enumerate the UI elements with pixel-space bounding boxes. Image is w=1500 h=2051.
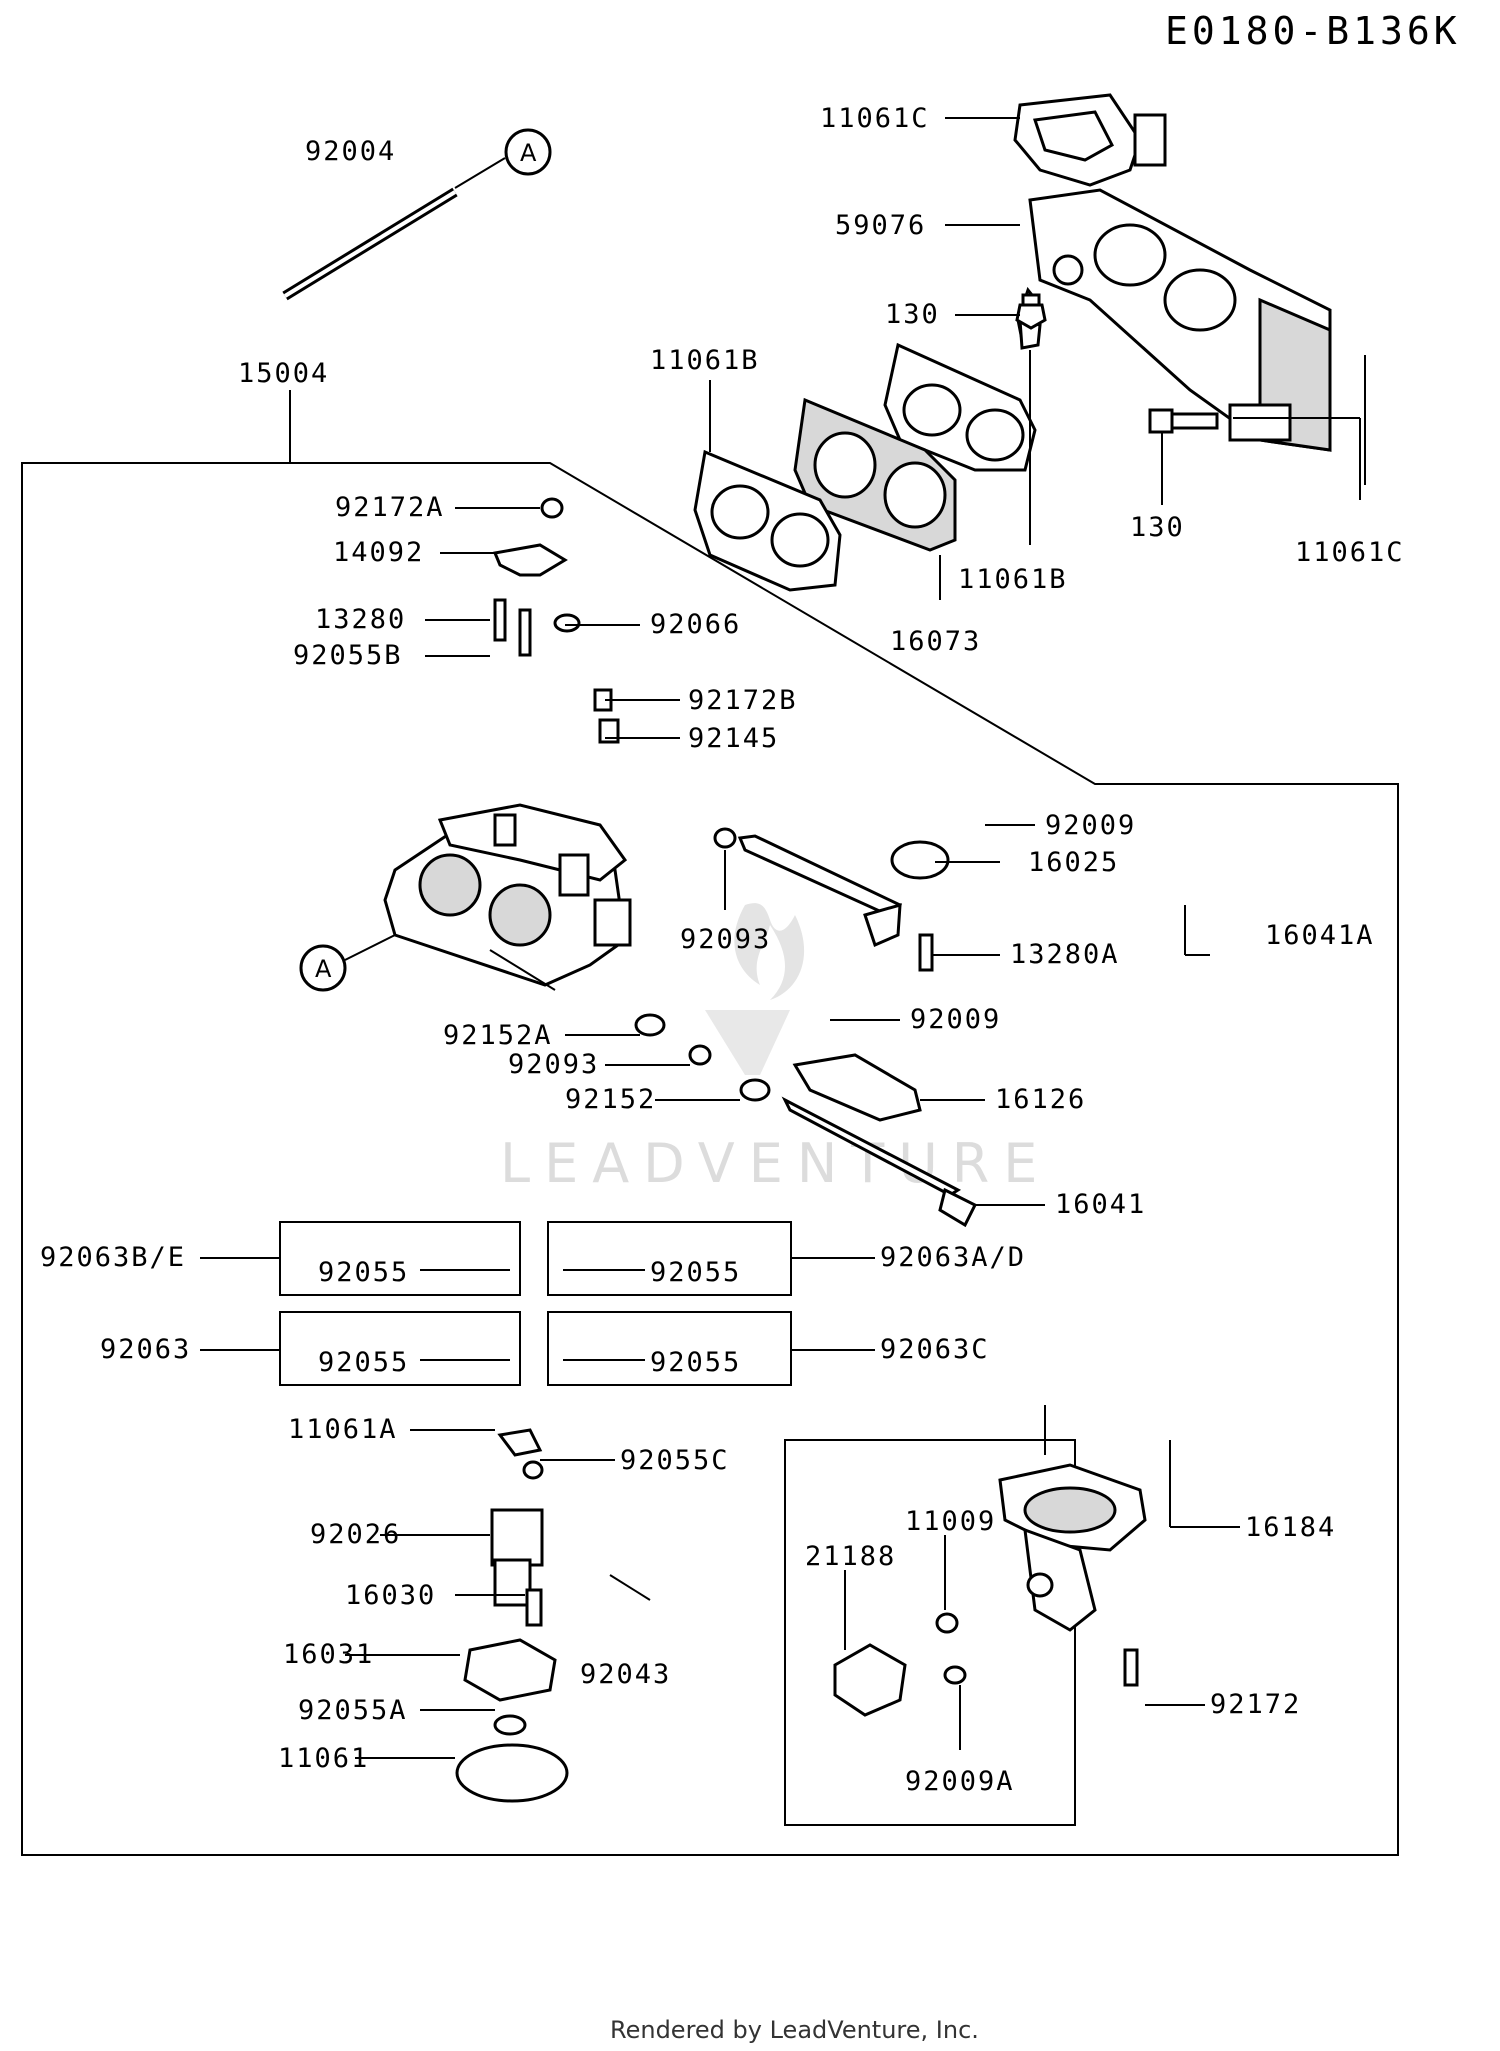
assembly-outline-15004 [21, 462, 1399, 1856]
gasket-11061B-left [693, 449, 842, 592]
label-13280A: 13280A [1010, 939, 1120, 970]
bolt-130-right [1148, 408, 1219, 434]
label-92063C: 92063C [880, 1334, 990, 1365]
carburetor-body-15004 [383, 803, 632, 991]
label-16031: 16031 [283, 1639, 374, 1670]
label-11061B-mid: 11061B [958, 564, 1068, 595]
label-14092: 14092 [333, 537, 424, 568]
throttle-shaft-16041 [634, 1013, 978, 1228]
label-16030: 16030 [345, 1580, 436, 1611]
label-92043: 92043 [580, 1659, 671, 1690]
label-92055B: 92055B [293, 640, 403, 671]
label-92063AD: 92063A/D [880, 1242, 1026, 1273]
label-11061C-right: 11061C [1295, 537, 1405, 568]
part-number-labels: 11061C 59076 130 11061B 92004 15004 130 … [40, 103, 1405, 1797]
label-92172B: 92172B [688, 685, 798, 716]
label-92172: 92172 [1210, 1689, 1301, 1720]
stud-92004 [282, 128, 552, 301]
label-16073: 16073 [890, 626, 981, 657]
plate-14092 [492, 497, 568, 577]
label-92172A: 92172A [335, 492, 445, 523]
label-92055-3: 92055 [318, 1347, 409, 1378]
choke-shaft-16041A [713, 827, 950, 972]
label-11061: 11061 [278, 1743, 369, 1774]
callout-a-body: A [315, 955, 332, 983]
label-92093-a: 92093 [680, 924, 771, 955]
label-92026: 92026 [310, 1519, 401, 1550]
callout-a-top: A [520, 139, 537, 167]
screws-13280 [493, 598, 620, 744]
jet-box-92063C [547, 1311, 792, 1386]
label-59076: 59076 [835, 210, 926, 241]
label-92009-a: 92009 [1045, 810, 1136, 841]
assembly-outline-16184 [784, 1439, 1076, 1826]
label-92055-2: 92055 [650, 1257, 741, 1288]
label-92093-b: 92093 [508, 1049, 599, 1080]
label-130-right: 130 [1130, 512, 1185, 543]
label-13280: 13280 [315, 604, 406, 635]
watermark-text: LEADVENTURE [500, 1132, 1051, 1195]
label-92055-4: 92055 [650, 1347, 741, 1378]
label-11061C-top: 11061C [820, 103, 930, 134]
label-92009A: 92009A [905, 1766, 1015, 1797]
label-130-top: 130 [885, 299, 940, 330]
label-92145: 92145 [688, 723, 779, 754]
footer-credit: Rendered by LeadVenture, Inc. [610, 2016, 979, 2044]
float-bowl-parts [455, 1428, 651, 1803]
jet-box-92063 [279, 1311, 521, 1386]
spacer-16073 [793, 397, 957, 552]
bolt-130-top [1015, 293, 1047, 330]
label-92009-b: 92009 [910, 1004, 1001, 1035]
label-92055-1: 92055 [318, 1257, 409, 1288]
diagram-code: E0180-B136K [1165, 9, 1461, 53]
leader-lines [200, 117, 1361, 1759]
label-16184: 16184 [1245, 1512, 1336, 1543]
intake-manifold-59076 [1013, 93, 1332, 452]
label-92004: 92004 [305, 136, 396, 167]
label-11009: 11009 [905, 1506, 996, 1537]
fuel-cut-assembly-16184 [833, 1463, 1147, 1717]
label-21188: 21188 [805, 1541, 896, 1572]
label-16041: 16041 [1055, 1189, 1146, 1220]
label-92066: 92066 [650, 609, 741, 640]
label-92055A: 92055A [298, 1695, 408, 1726]
label-16126: 16126 [995, 1084, 1086, 1115]
label-92063: 92063 [100, 1334, 191, 1365]
gasket-11061B-right [883, 342, 1037, 472]
label-92055C: 92055C [620, 1445, 730, 1476]
label-11061A: 11061A [288, 1414, 398, 1445]
label-92152A: 92152A [443, 1020, 553, 1051]
label-16025: 16025 [1028, 847, 1119, 878]
label-15004: 15004 [238, 358, 329, 389]
label-11061B-left: 11061B [650, 345, 760, 376]
label-92063BE: 92063B/E [40, 1242, 186, 1273]
label-92152: 92152 [565, 1084, 656, 1115]
label-16041A: 16041A [1265, 920, 1375, 951]
